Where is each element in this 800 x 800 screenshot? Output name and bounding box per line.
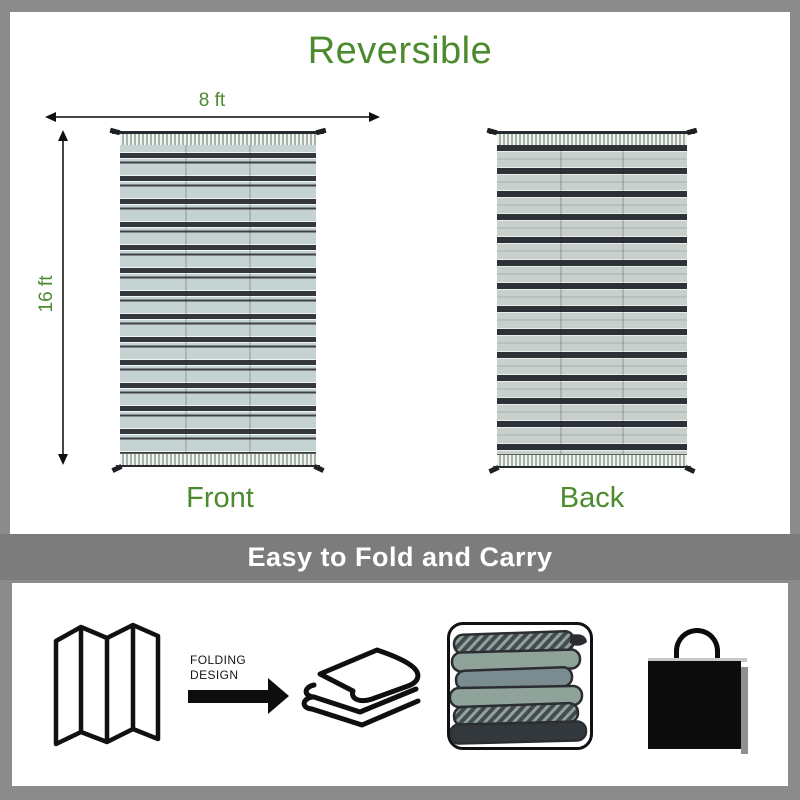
rug-stripes [120,145,316,454]
folded-blanket-icon [301,647,421,728]
fold-banner: Easy to Fold and Carry [0,534,800,580]
folded-mat-photo-frame [447,622,593,750]
accordion-fold-icon [53,622,161,747]
right-arrow-icon [188,678,289,714]
folding-design-label: FOLDING DESIGN [190,653,246,683]
folded-mat-photo [450,629,588,745]
page-title: Reversible [307,30,493,72]
height-dimension-label: 16 ft [36,275,57,313]
carry-bag-icon [648,628,752,758]
bag-side-edge [741,667,748,754]
fold-crease [249,145,252,454]
corner-loop [109,127,121,136]
fold-crease [559,145,562,455]
corner-loop [684,465,696,474]
rug-hem-bottom [120,453,316,465]
bag-top-edge [648,658,747,662]
bag-handle [674,628,720,660]
fold-and-carry-panel: FOLDING DESIGN [12,583,788,786]
rug-front-image [109,127,327,473]
corner-loop [315,127,327,136]
rug-back-image [486,127,698,474]
corner-loop [486,127,498,136]
rug-stripes [497,145,687,455]
back-label: Back [559,482,625,514]
folding-design-line1: FOLDING [190,653,247,667]
corner-loop [686,127,698,136]
fold-crease [622,145,625,455]
corner-loop [111,464,123,473]
banner-text: Easy to Fold and Carry [247,541,553,572]
corner-loop [488,465,500,474]
width-dimension-arrow [45,112,380,122]
width-dimension-label: 8 ft [198,90,226,111]
corner-loop [313,464,325,473]
front-label: Front [186,482,254,514]
fold-crease [184,145,187,454]
rug-hem-bottom [497,454,687,466]
bag-body [648,661,741,749]
height-dimension-arrow [58,130,68,465]
reversible-panel: Reversible 8 ft 16 ft Front [10,12,790,534]
folding-design-line2: DESIGN [190,668,239,682]
